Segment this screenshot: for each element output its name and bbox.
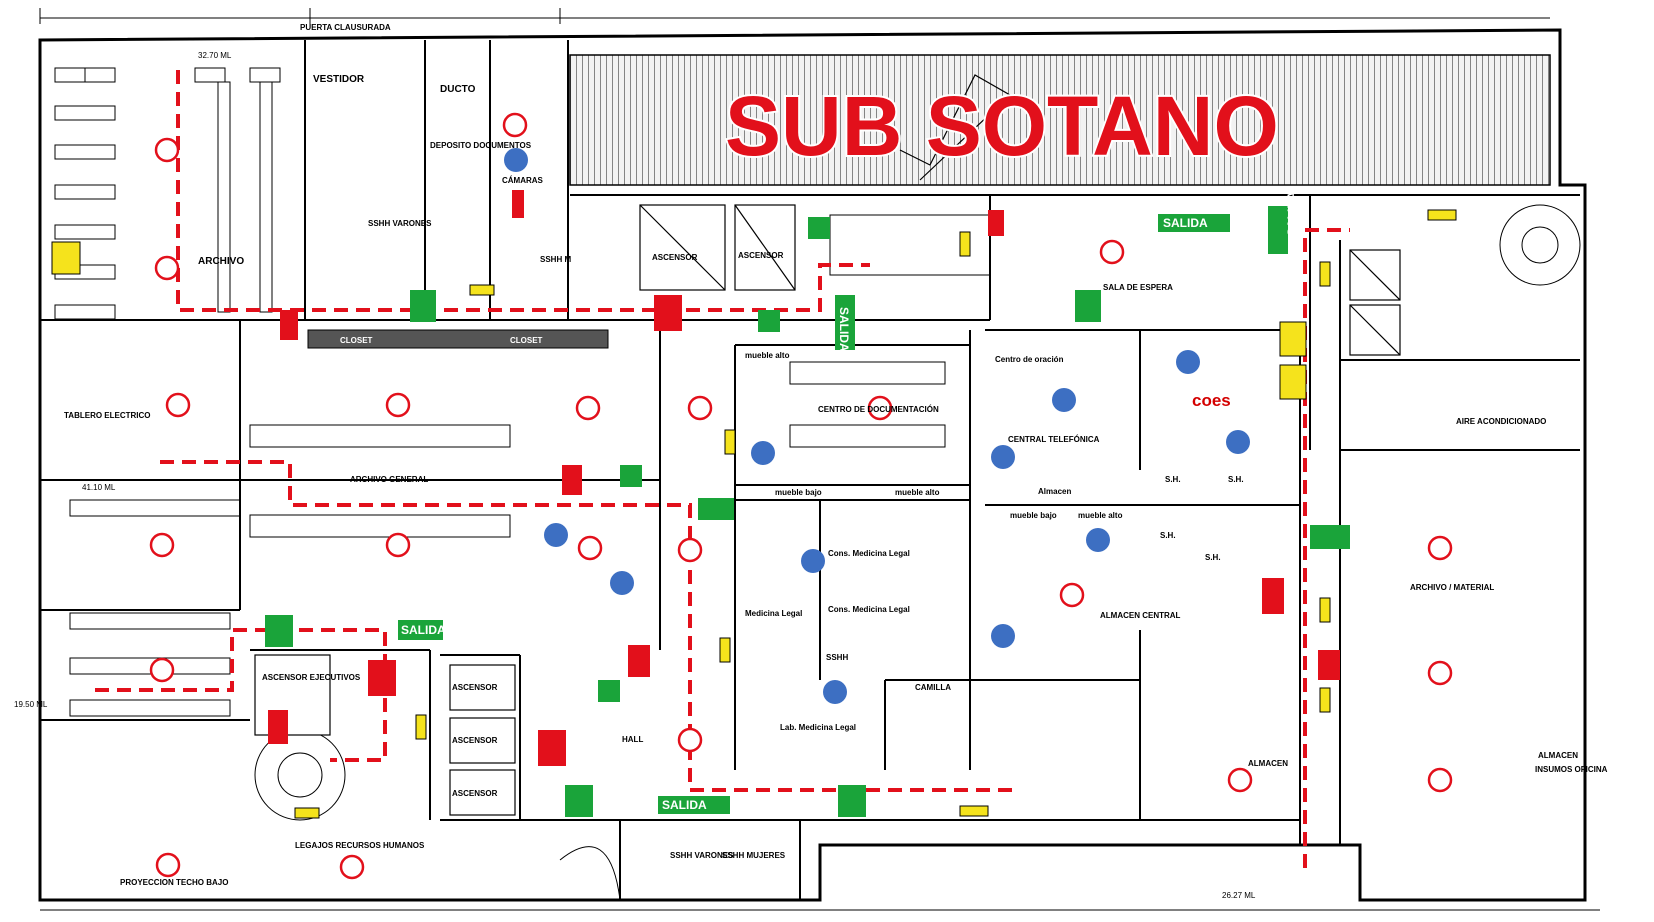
dim-1: 32.70 ML [198, 51, 232, 60]
plan-title: SUB SOTANO [725, 79, 1279, 173]
mueble-bajo-1: mueble bajo [775, 488, 822, 497]
coes-label: coes [1192, 391, 1231, 410]
ramp-zigzag [899, 74, 1012, 181]
sh-label-3: S.H. [1160, 531, 1176, 540]
af-cabinets [54, 67, 281, 320]
room-centro-documentacion: CENTRO DE DOCUMENTACIÓN [818, 405, 939, 414]
room-ascensor-ejecutivos: ASCENSOR EJECUTIVOS [262, 673, 361, 682]
room-insumos: INSUMOS OFICINA [1535, 765, 1608, 774]
room-sshh-m: SSHH M [540, 255, 571, 264]
exit-sign-5: SALIDA [837, 307, 851, 352]
room-labels: ARCHIVO VESTIDOR DUCTO DEPOSITO DOCUMENT… [64, 23, 1608, 887]
room-deposito: DEPOSITO DOCUMENTOS [430, 141, 532, 150]
hydrant-markers [149, 112, 1453, 880]
interior-walls [40, 40, 1580, 900]
dim-3: 19.50 ML [14, 700, 48, 709]
mueble-alto-1: mueble alto [745, 351, 790, 360]
sh-label-1: S.H. [1165, 475, 1181, 484]
room-ascensor-2: ASCENSOR [738, 251, 784, 260]
closet-bar [307, 329, 609, 349]
exit-sign-3: SALIDA [662, 798, 707, 812]
room-sala-espera: SALA DE ESPERA [1103, 283, 1173, 292]
exit-sign-2: SALIDA [401, 623, 446, 637]
room-almacen-right: ALMACEN [1248, 759, 1288, 768]
room-almacen-far: ALMACEN [1538, 751, 1578, 760]
room-sshh-mujeres-bot: SSHH MUJERES [722, 851, 786, 860]
room-almacen-central: ALMACEN CENTRAL [1100, 611, 1181, 620]
room-asc-c: ASCENSOR [452, 789, 498, 798]
top-dimension-line [39, 8, 1550, 24]
room-vestidor: VESTIDOR [313, 74, 365, 85]
room-legajos: LEGAJOS RECURSOS HUMANOS [295, 841, 425, 850]
room-almacen-small: Almacen [1038, 487, 1071, 496]
proyeccion-label: PROYECCION TECHO BAJO [120, 878, 228, 887]
dimension-labels: 32.70 ML 41.10 ML 19.50 ML 26.27 ML [14, 51, 1256, 900]
evacuation-route [95, 70, 1350, 868]
room-hall: HALL [622, 735, 643, 744]
room-tablero: TABLERO ELECTRICO [64, 411, 151, 420]
sh-label-4: S.H. [1205, 553, 1221, 562]
room-medicina-legal: Medicina Legal [745, 609, 802, 618]
room-cons-2: Cons. Medicina Legal [828, 605, 910, 614]
room-lab-medicina: Lab. Medicina Legal [780, 723, 856, 732]
mueble-bajo-2: mueble bajo [1010, 511, 1057, 520]
room-asc-b: ASCENSOR [452, 736, 498, 745]
warning-signs [51, 209, 1457, 819]
dim-2: 41.10 ML [82, 483, 116, 492]
room-ducto: DUCTO [440, 84, 476, 95]
camilla-label: CAMILLA [915, 683, 951, 692]
mueble-alto-2: mueble alto [895, 488, 940, 497]
exit-sign-4: SALIDA [1285, 191, 1299, 236]
parking-ramp [569, 54, 1551, 186]
room-centro-oracion: Centro de oración [995, 355, 1064, 364]
room-sshh-varones-top: SSHH VARONES [368, 219, 432, 228]
blue-location-markers [504, 148, 1250, 704]
exit-sign-1: SALIDA [1163, 216, 1208, 230]
fire-extinguishers [268, 190, 1340, 766]
room-asc-a: ASCENSOR [452, 683, 498, 692]
outer-wall [38, 28, 1587, 902]
room-archivo: ARCHIVO [198, 256, 244, 267]
dim-4: 26.27 ML [1222, 891, 1256, 900]
room-archivo-material: ARCHIVO / MATERIAL [1410, 583, 1494, 592]
room-cons-1: Cons. Medicina Legal [828, 549, 910, 558]
room-ascensor-1: ASCENSOR [652, 253, 698, 262]
mueble-alto-3: mueble alto [1078, 511, 1123, 520]
closet-label-2: CLOSET [510, 336, 543, 345]
puerta-clausurada: PUERTA CLAUSURADA [300, 23, 391, 32]
room-camaras: CÁMARAS [502, 176, 544, 185]
room-sshh-varones-bot: SSHH VARONES [670, 851, 734, 860]
room-aire: AIRE ACONDICIONADO [1456, 417, 1546, 426]
room-archivo-general: ARCHIVO GENERAL [350, 475, 428, 484]
closet-label-1: CLOSET [340, 336, 373, 345]
sh-label-2: S.H. [1228, 475, 1244, 484]
exit-signs: SALIDA SALIDA SALIDA SALIDA SALIDA [265, 191, 1350, 817]
elevators [254, 204, 1401, 816]
archive-shelving [69, 361, 946, 717]
room-sshh-mid: SSHH [826, 653, 848, 662]
room-central-telefonica: CENTRAL TELEFÓNICA [1008, 435, 1100, 444]
